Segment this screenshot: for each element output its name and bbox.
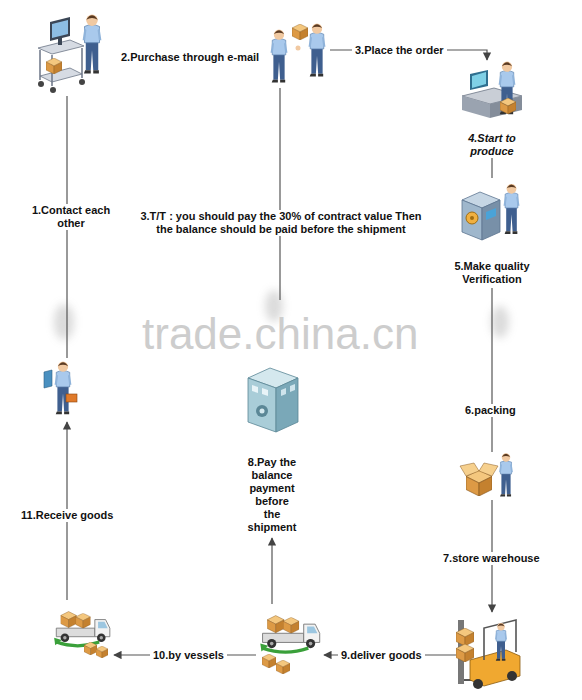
step-caption: 4.Start to produce bbox=[457, 132, 527, 158]
step-label: 2.Purchase through e-mail bbox=[118, 51, 262, 64]
bank-window bbox=[252, 385, 258, 393]
production-icon bbox=[462, 62, 522, 118]
connectors bbox=[492, 158, 493, 178]
shipping-truck-icon bbox=[260, 616, 319, 674]
step-label: 7.store warehouse bbox=[440, 552, 543, 565]
step-label: 11.Receive goods bbox=[18, 509, 116, 522]
monitor-stand bbox=[58, 38, 62, 45]
forklift-icon bbox=[456, 620, 520, 689]
smudge bbox=[491, 306, 509, 338]
step-label: 1.Contact each other bbox=[22, 204, 120, 230]
desk-side bbox=[490, 96, 522, 118]
desk-front bbox=[462, 96, 490, 118]
monitor bbox=[470, 70, 488, 90]
computer-cart-icon bbox=[38, 15, 101, 94]
gear-hub bbox=[470, 216, 474, 220]
flow-connector bbox=[491, 158, 492, 178]
packing-icon bbox=[460, 453, 513, 496]
unloaded-box bbox=[84, 642, 97, 655]
packer-figure bbox=[499, 453, 513, 496]
step-node: 5.Make quality Verification bbox=[449, 178, 535, 286]
machine-left bbox=[462, 200, 482, 240]
step-caption: 5.Make quality Verification bbox=[449, 260, 535, 286]
bank-front bbox=[248, 378, 276, 432]
briefcase bbox=[66, 394, 77, 402]
bank-window bbox=[281, 388, 286, 396]
flow-line bbox=[279, 88, 280, 300]
driver-figure bbox=[495, 623, 507, 661]
smudge bbox=[54, 304, 74, 340]
machine-panel bbox=[486, 208, 496, 220]
monitor-screen bbox=[52, 20, 68, 38]
step-label: 6.packing bbox=[462, 404, 519, 417]
loaded-box bbox=[262, 654, 276, 668]
cart-wheel bbox=[38, 81, 44, 87]
box-flap bbox=[460, 463, 479, 476]
forklift-wheel bbox=[507, 671, 517, 681]
flow-arrow bbox=[271, 538, 272, 604]
inspector-figure bbox=[504, 184, 520, 234]
flow-lines bbox=[67, 50, 492, 655]
forklift-cage bbox=[484, 620, 516, 660]
buyer-icon bbox=[44, 362, 77, 415]
warehouse-box bbox=[456, 644, 474, 662]
truck bbox=[54, 612, 110, 646]
monitor bbox=[50, 17, 70, 41]
cart-legs bbox=[40, 48, 82, 86]
step-node: 4.Start to produce bbox=[449, 58, 535, 158]
cart-wheel bbox=[50, 87, 56, 93]
unloaded-box bbox=[96, 646, 108, 658]
step-label: 3.T/T : you should pay the 30% of contra… bbox=[128, 210, 434, 236]
flow-line bbox=[491, 288, 492, 452]
handshake-hands bbox=[296, 46, 301, 51]
cart-box bbox=[46, 58, 62, 74]
quality-icon bbox=[462, 184, 519, 240]
product-box bbox=[500, 98, 516, 114]
buyer-figure bbox=[83, 15, 102, 74]
cart-wheel bbox=[79, 79, 85, 85]
box-flap bbox=[479, 463, 498, 476]
forklift-wheel bbox=[473, 679, 483, 689]
gear bbox=[466, 212, 478, 224]
held-box bbox=[292, 24, 308, 40]
buyer-figure bbox=[271, 29, 288, 82]
seller-figure bbox=[309, 23, 326, 76]
step-label: 3.Place the order bbox=[352, 44, 447, 57]
bank-safe-dial bbox=[256, 405, 268, 417]
buyer-figure bbox=[55, 362, 72, 415]
receiving-truck-icon bbox=[54, 612, 110, 658]
truck bbox=[260, 616, 319, 653]
handshake-icon bbox=[271, 23, 326, 82]
monitor-screen bbox=[472, 72, 486, 88]
step-caption: 8.Pay the balance payment before the shi… bbox=[247, 456, 298, 534]
step-label: 10.by vessels bbox=[150, 649, 227, 662]
bank-side bbox=[276, 378, 298, 432]
phone-device bbox=[44, 370, 52, 388]
worker-figure bbox=[499, 62, 516, 115]
bank-window bbox=[262, 388, 268, 396]
machine-right bbox=[482, 200, 500, 240]
loaded-box bbox=[276, 660, 290, 674]
bank-icon bbox=[248, 368, 298, 432]
bank-window bbox=[290, 384, 295, 392]
warehouse-box bbox=[456, 628, 474, 646]
step-label: 9.deliver goods bbox=[338, 649, 425, 662]
watermark: trade.china.cn bbox=[142, 310, 418, 358]
step-node: 8.Pay the balance payment before the shi… bbox=[236, 362, 308, 534]
bank-safe-hub bbox=[260, 409, 265, 414]
